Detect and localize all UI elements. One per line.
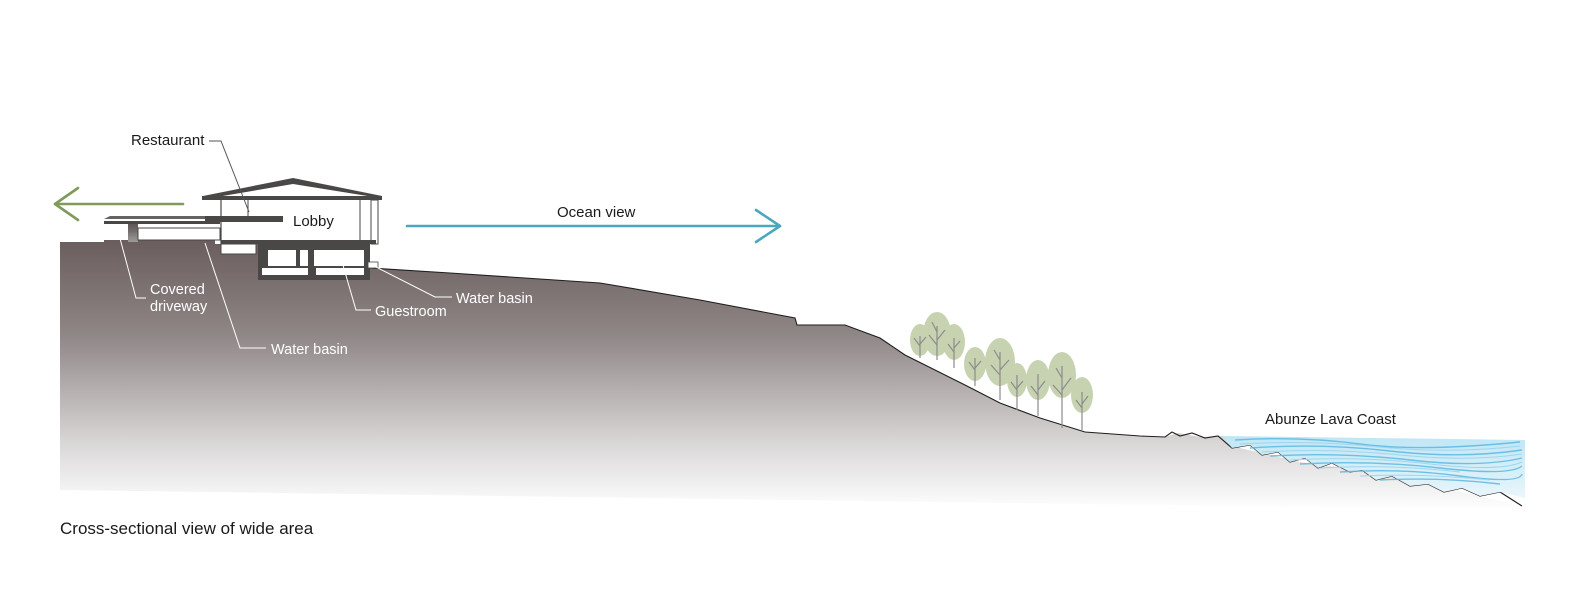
arrow-right-icon [405,208,782,244]
guestroom-leader [339,254,371,311]
diagram-caption: Cross-sectional view of wide area [60,519,314,538]
restaurant-leader [209,140,250,213]
restaurant-label: Restaurant [131,132,205,149]
arrow-left-icon [53,186,185,222]
ocean-water [1222,436,1525,498]
water-basin-lower-label: Water basin [271,342,348,358]
covered-driveway-label-line2: driveway [150,299,208,315]
water-basin-right-leader [373,265,452,298]
hotel-building [104,178,382,280]
covered-driveway-label-line1: Covered [150,282,205,298]
water-basin-lower-leader [204,242,266,349]
tree-icon [910,312,1093,430]
covered-driveway-leader [117,230,146,299]
coast-label: Abunze Lava Coast [1265,411,1397,428]
water-basin-right-label: Water basin [456,291,533,307]
guestroom-label: Guestroom [375,304,447,320]
lobby-label: Lobby [293,213,334,230]
ground-section [60,240,1525,510]
ocean-view-label: Ocean view [557,204,636,221]
